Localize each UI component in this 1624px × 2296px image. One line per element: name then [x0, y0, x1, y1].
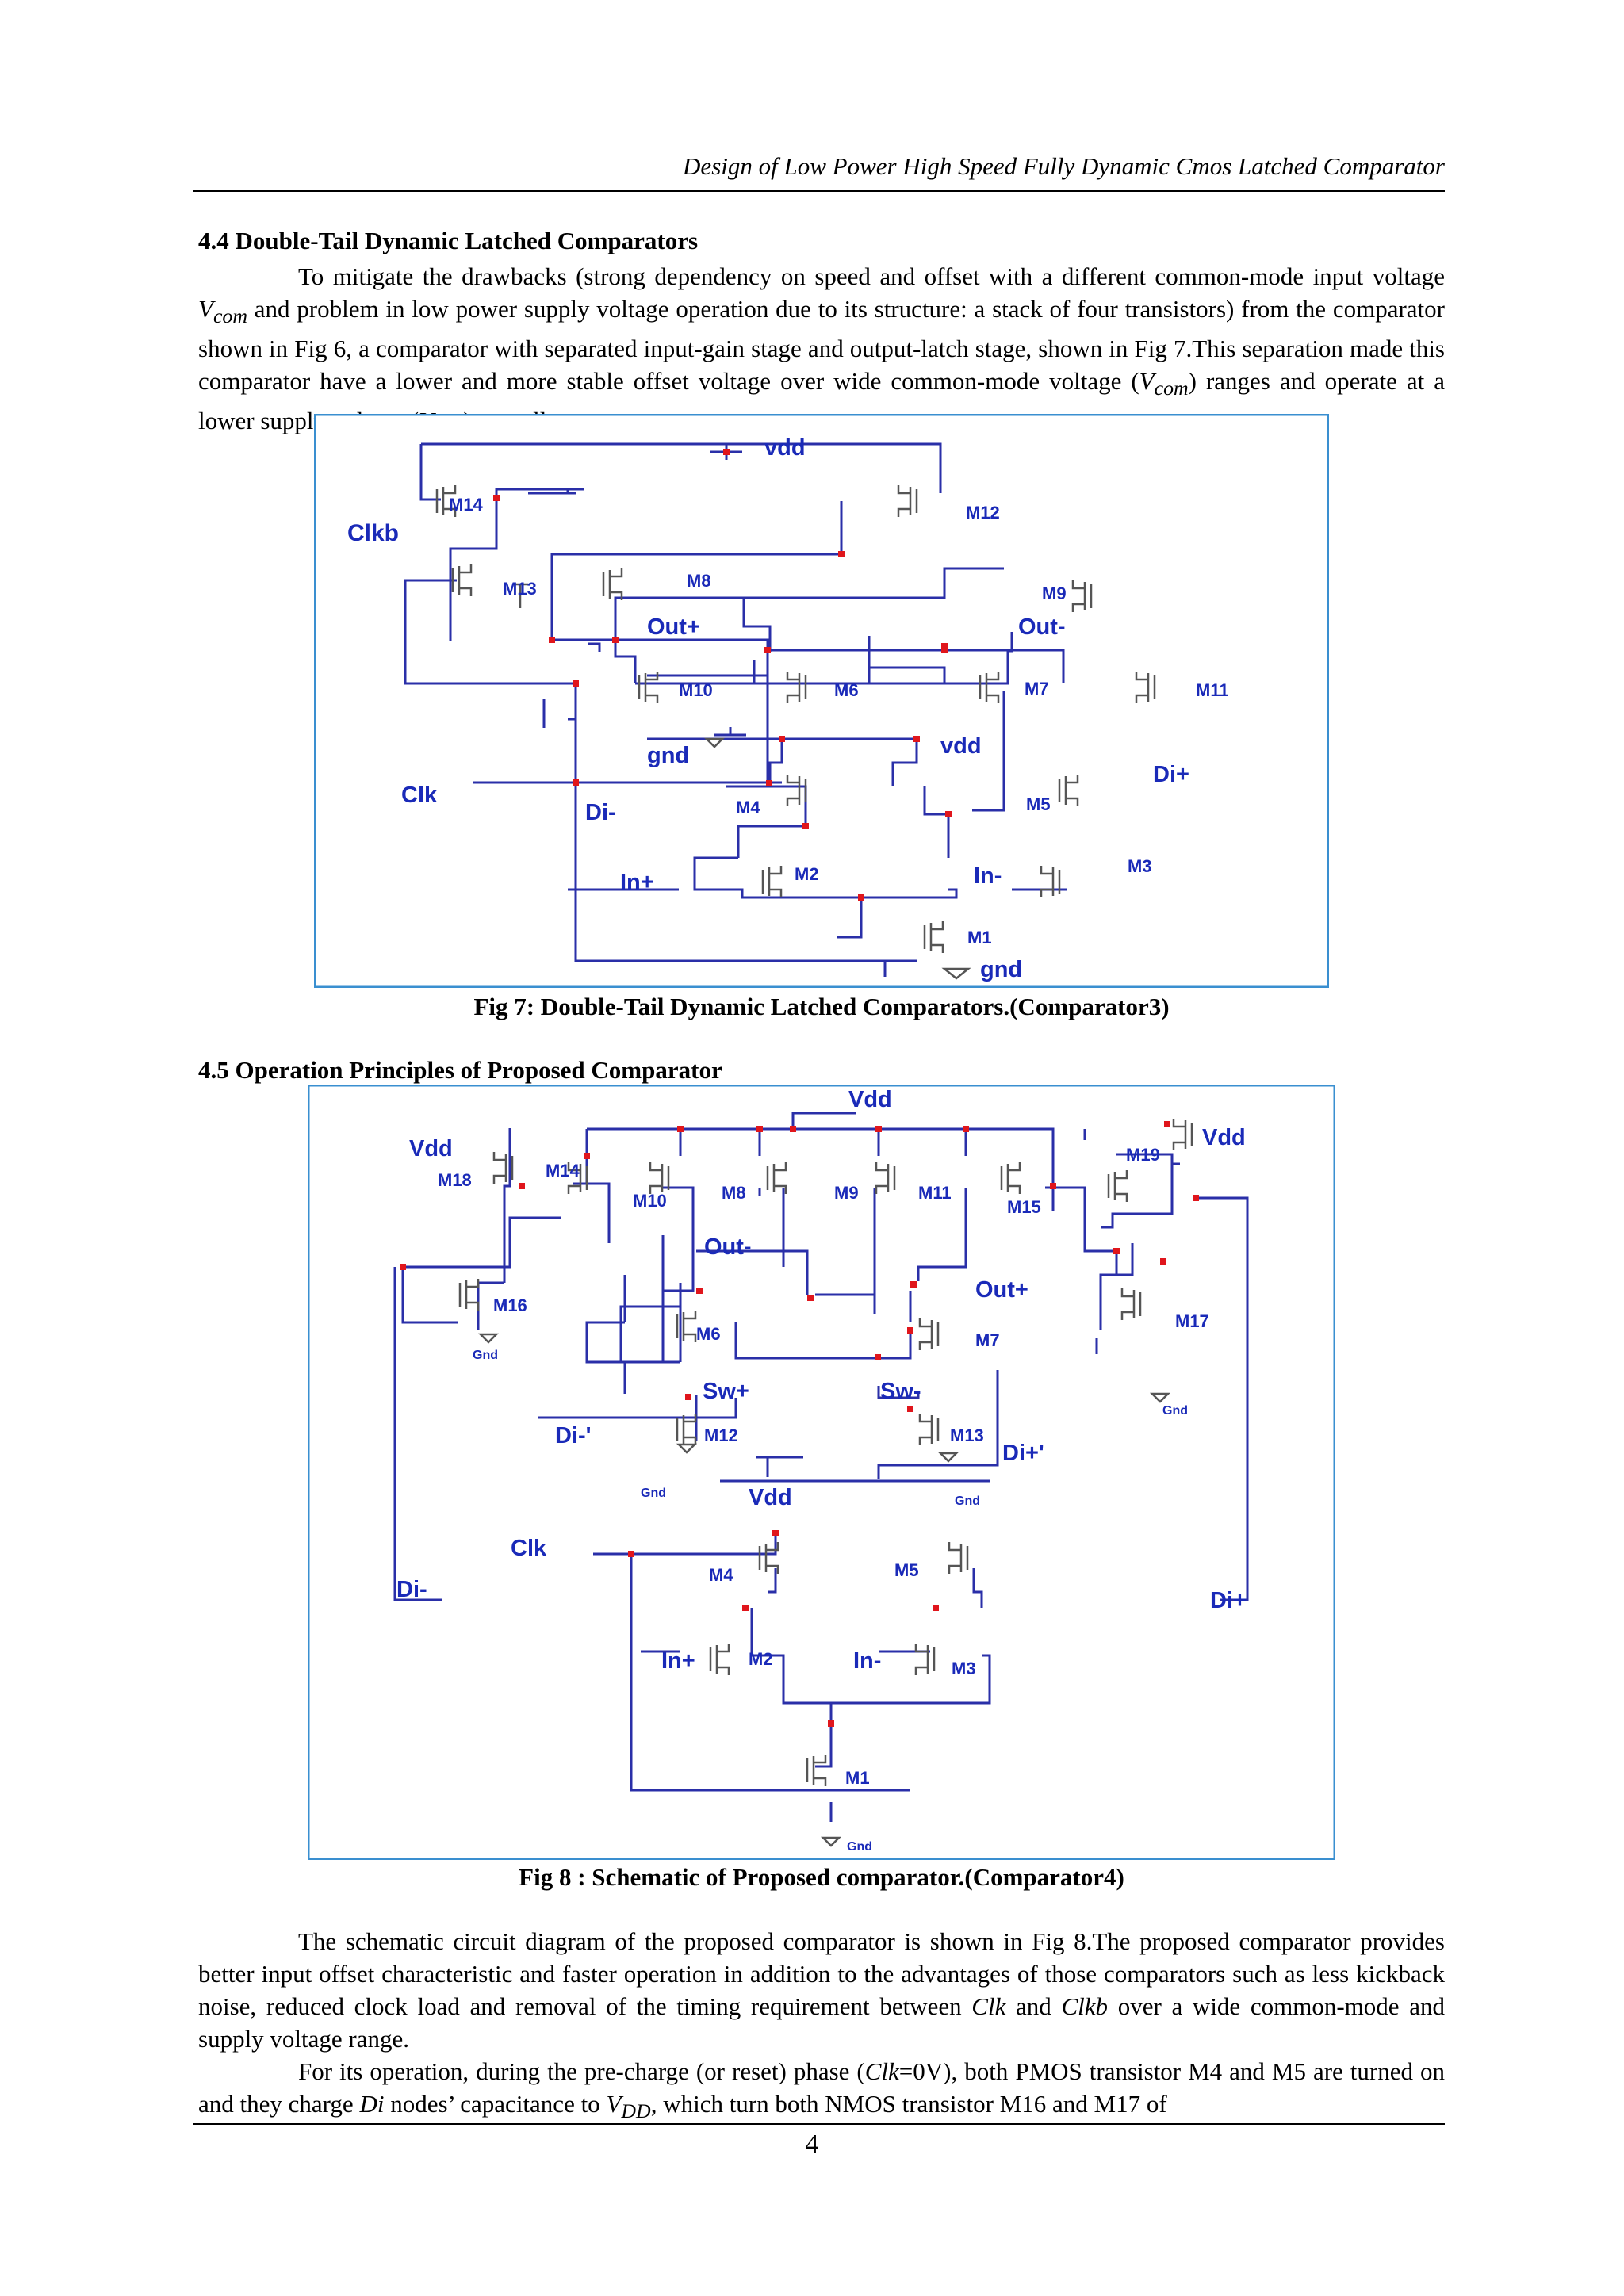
fig8-transistors [458, 1119, 1193, 1847]
paragraph-3: For its operation, during the pre-charge… [198, 2057, 1445, 2123]
fig7-label-m14: M14 [449, 495, 484, 515]
fig8-label-clk: Clk [511, 1536, 547, 1561]
fig7-label-gnd: gnd [647, 743, 689, 768]
fig8-label-m10: M10 [633, 1191, 667, 1211]
fig8-label-m12: M12 [704, 1425, 738, 1445]
page-number: 4 [805, 2130, 819, 2159]
fig7-schematic: vdd M14 M12 Clkb M13 M8 M9 Out+ Out- M10… [314, 414, 1329, 988]
header-rule [193, 190, 1445, 192]
paragraph-4-4: To mitigate the drawbacks (strong depend… [198, 262, 1445, 440]
fig8-label-vdd-top: Vdd [848, 1087, 892, 1112]
fig8-wires [393, 1112, 1249, 1822]
fig7-labels: vdd M14 M12 Clkb M13 M8 M9 Out+ Out- M10… [347, 435, 1229, 982]
fig8-label-m5: M5 [894, 1560, 919, 1580]
fig7-label-m12: M12 [966, 503, 1000, 522]
fig8-label-m4: M4 [709, 1565, 733, 1585]
fig8-label-gnd-4: Gnd [955, 1494, 980, 1508]
fig7-label-m6: M6 [834, 680, 859, 700]
fig7-label-m11: M11 [1196, 680, 1229, 700]
fig8-label-m6: M6 [696, 1324, 721, 1344]
fig8-label-di-plus-prime: Di+' [1002, 1441, 1044, 1466]
fig8-label-m17: M17 [1175, 1311, 1209, 1331]
fig8-frame [308, 1085, 1335, 1860]
fig8-label-m3: M3 [952, 1659, 976, 1678]
fig8-label-m1: M1 [845, 1768, 870, 1788]
fig8-label-m13: M13 [950, 1425, 984, 1445]
fig7-frame [314, 414, 1329, 988]
fig8-schematic: Vdd Vdd M18 M14 M10 M8 M9 M11 M15 Vdd M1… [308, 1085, 1335, 1860]
fig8-label-vdd-right: Vdd [1202, 1125, 1246, 1150]
fig7-label-m10: M10 [679, 680, 713, 700]
fig8-label-gnd-5: Gnd [847, 1840, 872, 1854]
fig8-label-vdd-left: Vdd [409, 1136, 453, 1161]
fig7-label-vdd: vdd [764, 435, 806, 461]
fig8-labels: Vdd Vdd M18 M14 M10 M8 M9 M11 M15 Vdd M1… [396, 1087, 1247, 1854]
fig7-label-m4: M4 [736, 798, 760, 817]
fig7-label-vdd-2: vdd [940, 733, 982, 759]
fig7-label-in-minus: In- [974, 863, 1002, 889]
fig8-label-in-minus: In- [853, 1648, 881, 1674]
paragraph-2: The schematic circuit diagram of the pro… [198, 1927, 1445, 2053]
fig8-label-m9: M9 [834, 1183, 859, 1203]
fig7-wires [404, 442, 1067, 977]
fig8-label-in-plus: In+ [661, 1648, 695, 1674]
section-heading-4-5: 4.5 Operation Principles of Proposed Com… [198, 1056, 722, 1084]
fig7-label-m9: M9 [1042, 584, 1067, 603]
fig8-label-di-plus: Di+ [1210, 1588, 1247, 1613]
fig7-label-di-plus: Di+ [1153, 762, 1189, 787]
fig7-label-gnd-2: gnd [980, 957, 1022, 982]
footer-rule [193, 2123, 1445, 2125]
fig7-label-clkb: Clkb [347, 520, 399, 546]
fig8-label-m18: M18 [438, 1170, 472, 1190]
fig8-label-m11: M11 [918, 1183, 952, 1203]
fig7-label-in-plus: In+ [620, 870, 654, 895]
fig8-label-sw-minus: Sw- [880, 1379, 921, 1404]
fig8-label-gnd-3: Gnd [641, 1487, 666, 1500]
fig7-label-di-minus: Di- [585, 800, 616, 825]
fig8-label-m16: M16 [493, 1295, 527, 1315]
fig8-label-m19: M19 [1126, 1145, 1160, 1165]
fig7-label-m2: M2 [795, 864, 819, 884]
fig7-label-m13: M13 [503, 579, 537, 599]
fig8-label-gnd-2: Gnd [1162, 1404, 1188, 1418]
fig8-label-out-plus: Out+ [975, 1277, 1028, 1303]
fig7-label-out-minus: Out- [1018, 614, 1066, 640]
fig7-label-m7: M7 [1025, 679, 1049, 698]
fig8-caption: Fig 8 : Schematic of Proposed comparator… [519, 1863, 1124, 1891]
fig7-label-out-plus: Out+ [647, 614, 700, 640]
fig8-label-gnd-1: Gnd [473, 1349, 498, 1362]
fig7-caption: Fig 7: Double-Tail Dynamic Latched Compa… [473, 993, 1170, 1020]
fig8-label-di-minus-prime: Di-' [555, 1423, 592, 1448]
paragraph-body: The schematic circuit diagram of the pro… [198, 1925, 1445, 2127]
fig7-label-m5: M5 [1026, 794, 1051, 814]
fig8-label-m8: M8 [722, 1183, 746, 1203]
fig8-label-m2: M2 [749, 1649, 773, 1669]
fig8-label-m14: M14 [546, 1161, 580, 1181]
section-heading-4-4: 4.4 Double-Tail Dynamic Latched Comparat… [198, 227, 699, 254]
fig8-label-out-minus: Out- [704, 1234, 752, 1260]
fig7-nodes [493, 449, 952, 901]
fig8-label-m15: M15 [1007, 1197, 1041, 1217]
fig7-label-m8: M8 [687, 571, 711, 591]
fig7-label-m1: M1 [967, 928, 992, 947]
fig8-label-sw-plus: Sw+ [703, 1379, 749, 1404]
fig7-transistors [435, 485, 1156, 980]
fig8-label-vdd-mid: Vdd [749, 1485, 792, 1510]
fig8-label-di-minus: Di- [396, 1577, 427, 1602]
fig7-label-m3: M3 [1128, 856, 1152, 876]
running-title: Design of Low Power High Speed Fully Dyn… [683, 152, 1445, 180]
fig8-label-m7: M7 [975, 1330, 1000, 1350]
fig8-nodes [400, 1121, 1199, 1727]
fig7-label-clk: Clk [401, 783, 438, 808]
